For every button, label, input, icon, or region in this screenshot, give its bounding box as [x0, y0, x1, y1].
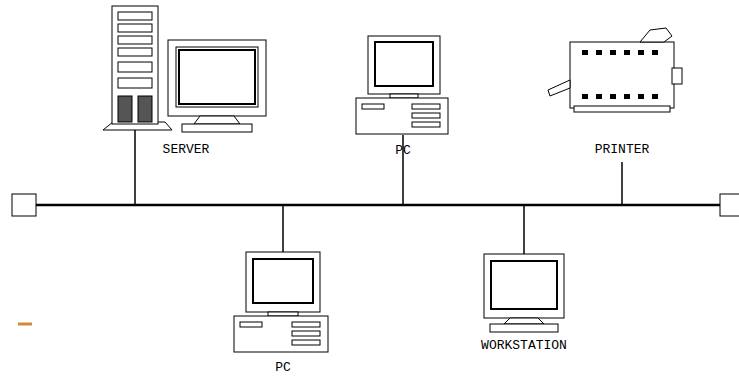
terminator [12, 194, 36, 216]
device-label: PC [395, 143, 411, 159]
device-label: SERVER [163, 142, 210, 158]
pc-icon [234, 252, 328, 352]
bus-line [36, 204, 720, 207]
device-label: PC [275, 360, 291, 376]
terminator [720, 194, 739, 216]
pc-icon [356, 36, 448, 134]
server-icon [103, 6, 266, 132]
drop-lines [135, 130, 622, 254]
device-label: WORKSTATION [481, 338, 567, 354]
decor-mark [18, 323, 32, 326]
printer-icon [548, 28, 682, 112]
workstation-icon [484, 254, 564, 332]
device-label: PRINTER [595, 142, 650, 158]
